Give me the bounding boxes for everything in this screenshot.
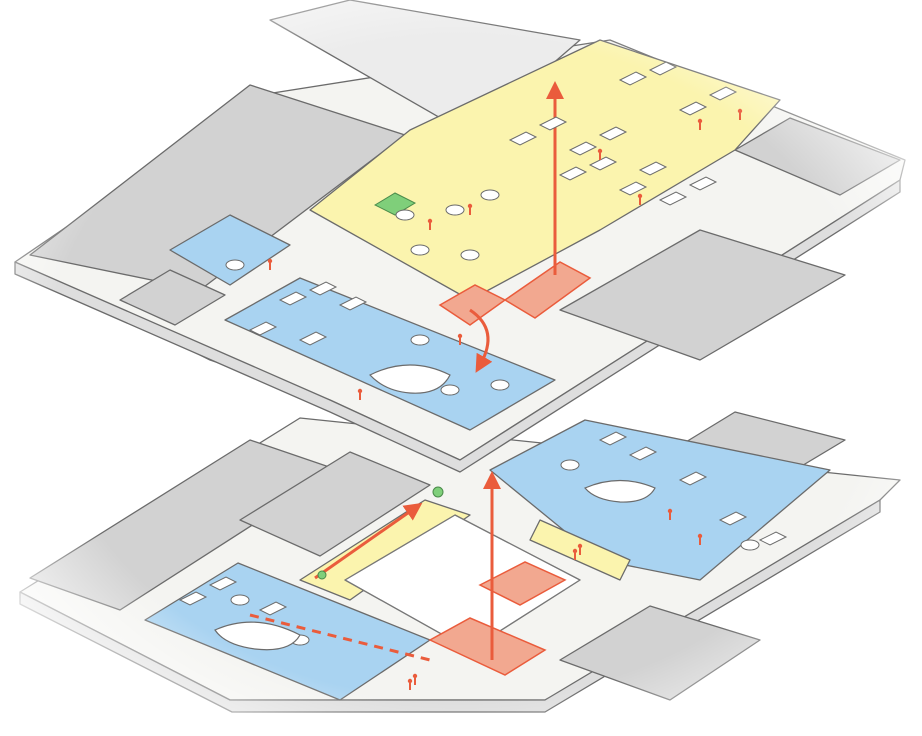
floorplan-canvas [0,0,922,736]
vignette [0,0,922,736]
isometric-office-illustration [0,0,922,736]
